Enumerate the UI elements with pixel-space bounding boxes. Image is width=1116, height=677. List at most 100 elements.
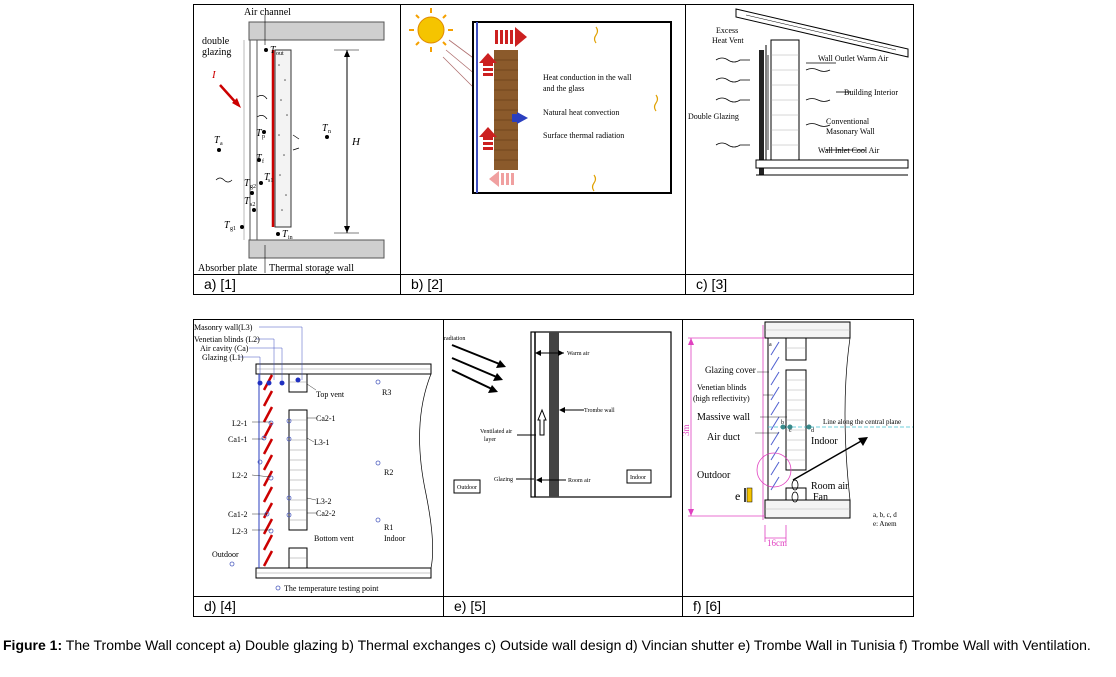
- surface-radiation-label: Surface thermal radiation: [543, 131, 624, 140]
- panel-f-label: f) [6]: [683, 596, 913, 616]
- glazing-cover-label: Glazing cover: [705, 365, 756, 375]
- t-g2-sub: g2: [250, 184, 256, 190]
- air-channel-label: Air channel: [244, 7, 291, 18]
- trombe-wall-label: Trombe wall: [584, 408, 615, 414]
- panel-e-diagram: radiation Warm air Trombe wall Ventilate…: [444, 331, 672, 498]
- t-s2-sub: s2: [250, 202, 255, 208]
- conventional-wall-label: Conventional: [826, 117, 870, 126]
- point-b-label: b: [781, 420, 784, 426]
- t-g1-sub: g1: [230, 226, 236, 232]
- bottom-vent-label: Bottom vent: [314, 534, 355, 543]
- t-f-label: T: [256, 153, 263, 164]
- masonry-wall-label: Masonry wall(L3): [194, 323, 253, 332]
- l2-3-label: L2-3: [232, 527, 248, 536]
- panel-a-diagram: Air channel double glazing I T out T a T…: [198, 7, 385, 274]
- l3-1-label: L3-1: [314, 438, 330, 447]
- indoor-label: Indoor: [811, 436, 838, 447]
- fan-icon: [791, 479, 799, 503]
- t-n-label: T: [322, 123, 329, 134]
- outdoor-label: Outdoor: [212, 550, 239, 559]
- absorber-plate-label: Absorber plate: [198, 263, 258, 274]
- top-figure-panel: Air channel double glazing I T out T a T…: [193, 4, 914, 295]
- panel-f-diagram: a Glazing cover Venetian blinds (high re…: [683, 321, 913, 548]
- l3-2-label: L3-2: [316, 497, 332, 506]
- point-d-label: d: [811, 428, 814, 434]
- venetian-blinds-label: Venetian blinds: [697, 383, 747, 392]
- fan-label: Fan: [813, 492, 828, 503]
- panel-a: Air channel double glazing I T out T a T…: [194, 5, 400, 294]
- ventilated-layer-label-2: layer: [484, 437, 496, 443]
- t-in-label: T: [282, 229, 289, 240]
- double-glazing-label: Double Glazing: [688, 112, 739, 121]
- r3-label: R3: [382, 388, 391, 397]
- t-out-sub: out: [276, 51, 284, 57]
- panel-d: Masonry wall(L3) Venetian blinds (L2) Ai…: [194, 320, 443, 616]
- panel-e-label: e) [5]: [444, 596, 682, 616]
- masonary-wall-label: Masonary Wall: [826, 127, 876, 136]
- t-p-label: T: [256, 128, 263, 139]
- panel-f: a Glazing cover Venetian blinds (high re…: [683, 320, 913, 616]
- ventilated-layer-label: Ventilated air: [480, 429, 512, 435]
- outdoor-label: Outdoor: [697, 470, 731, 481]
- t-s2-label: T: [244, 196, 251, 207]
- room-air-label: Room air: [811, 481, 849, 492]
- ca2-1-label: Ca2-1: [316, 414, 336, 423]
- double-glazing-label-2: glazing: [202, 47, 231, 58]
- t-f-sub: f: [262, 158, 264, 165]
- radiation-label: radiation: [444, 336, 465, 342]
- wall-outlet-label: Wall Outlet Warm Air: [818, 54, 889, 63]
- divider: [685, 5, 686, 294]
- warm-air-label: Warm air: [567, 351, 589, 357]
- panel-a-label: a) [1]: [194, 274, 400, 294]
- venetian-blinds-label-2: (high reflectivity): [693, 394, 750, 403]
- point-a-label: a: [769, 342, 772, 348]
- ca2-2-label: Ca2-2: [316, 509, 336, 518]
- divider: [682, 320, 683, 616]
- panel-e: radiation Warm air Trombe wall Ventilate…: [444, 320, 682, 616]
- figure-caption-text: The Trombe Wall concept a) Double glazin…: [62, 637, 1091, 653]
- irradiance-label: I: [211, 69, 217, 81]
- figure-caption-number: Figure 1:: [3, 637, 63, 653]
- ca1-1-label: Ca1-1: [228, 435, 248, 444]
- panel-d-label: d) [4]: [194, 596, 443, 616]
- anemometer-label: e: [735, 489, 740, 503]
- natural-convection-label: Natural heat convection: [543, 108, 619, 117]
- air-duct-label: Air duct: [707, 432, 740, 443]
- panel-d-diagram: Masonry wall(L3) Venetian blinds (L2) Ai…: [194, 323, 434, 593]
- glazing-label: Glazing: [494, 477, 513, 483]
- t-a-label: T: [214, 135, 221, 146]
- indoor-label: Indoor: [630, 475, 646, 481]
- heat-conduction-label-2: and the glass: [543, 84, 584, 93]
- legend-anemometer: e: Anem: [873, 520, 897, 528]
- panel-c-label: c) [3]: [686, 274, 913, 294]
- panel-c: Excess Heat Vent Wall Outlet Warm Air Bu…: [686, 5, 913, 294]
- ca1-2-label: Ca1-2: [228, 510, 248, 519]
- t-p-sub: p: [262, 134, 265, 140]
- excess-vent-label: Excess: [716, 26, 738, 35]
- testing-point-legend: The temperature testing point: [284, 584, 379, 593]
- r1-label: R1: [384, 523, 393, 532]
- venetian-blinds-label: Venetian blinds (L2): [194, 335, 260, 344]
- t-g2-label: T: [244, 178, 251, 189]
- t-s1-sub: s1: [268, 178, 273, 184]
- l2-1-label: L2-1: [232, 419, 248, 428]
- panel-b-diagram: Heat conduction in the wall and the glas…: [409, 8, 672, 194]
- divider: [443, 320, 444, 616]
- glazing-label: Glazing (L1): [202, 353, 244, 362]
- height-label: H: [351, 136, 361, 148]
- r2-label: R2: [384, 468, 393, 477]
- t-n-sub: n: [328, 129, 331, 135]
- t-s1-label: T: [264, 172, 271, 183]
- panel-b: Heat conduction in the wall and the glas…: [401, 5, 685, 294]
- central-plane-label: Line along the central plane: [823, 418, 901, 426]
- t-in-sub: in: [288, 235, 293, 241]
- panel-b-label: b) [2]: [401, 274, 685, 294]
- point-c-label: c: [789, 428, 792, 434]
- top-vent-label: Top vent: [316, 390, 345, 399]
- t-g1-label: T: [224, 220, 231, 231]
- figure-caption: Figure 1: The Trombe Wall concept a) Dou…: [3, 636, 1115, 654]
- air-cavity-label: Air cavity (Ca): [200, 344, 249, 353]
- storage-wall-label: Thermal storage wall: [269, 263, 354, 274]
- bottom-figure-panel: Masonry wall(L3) Venetian blinds (L2) Ai…: [193, 319, 914, 617]
- anemometer-icon: [744, 487, 753, 503]
